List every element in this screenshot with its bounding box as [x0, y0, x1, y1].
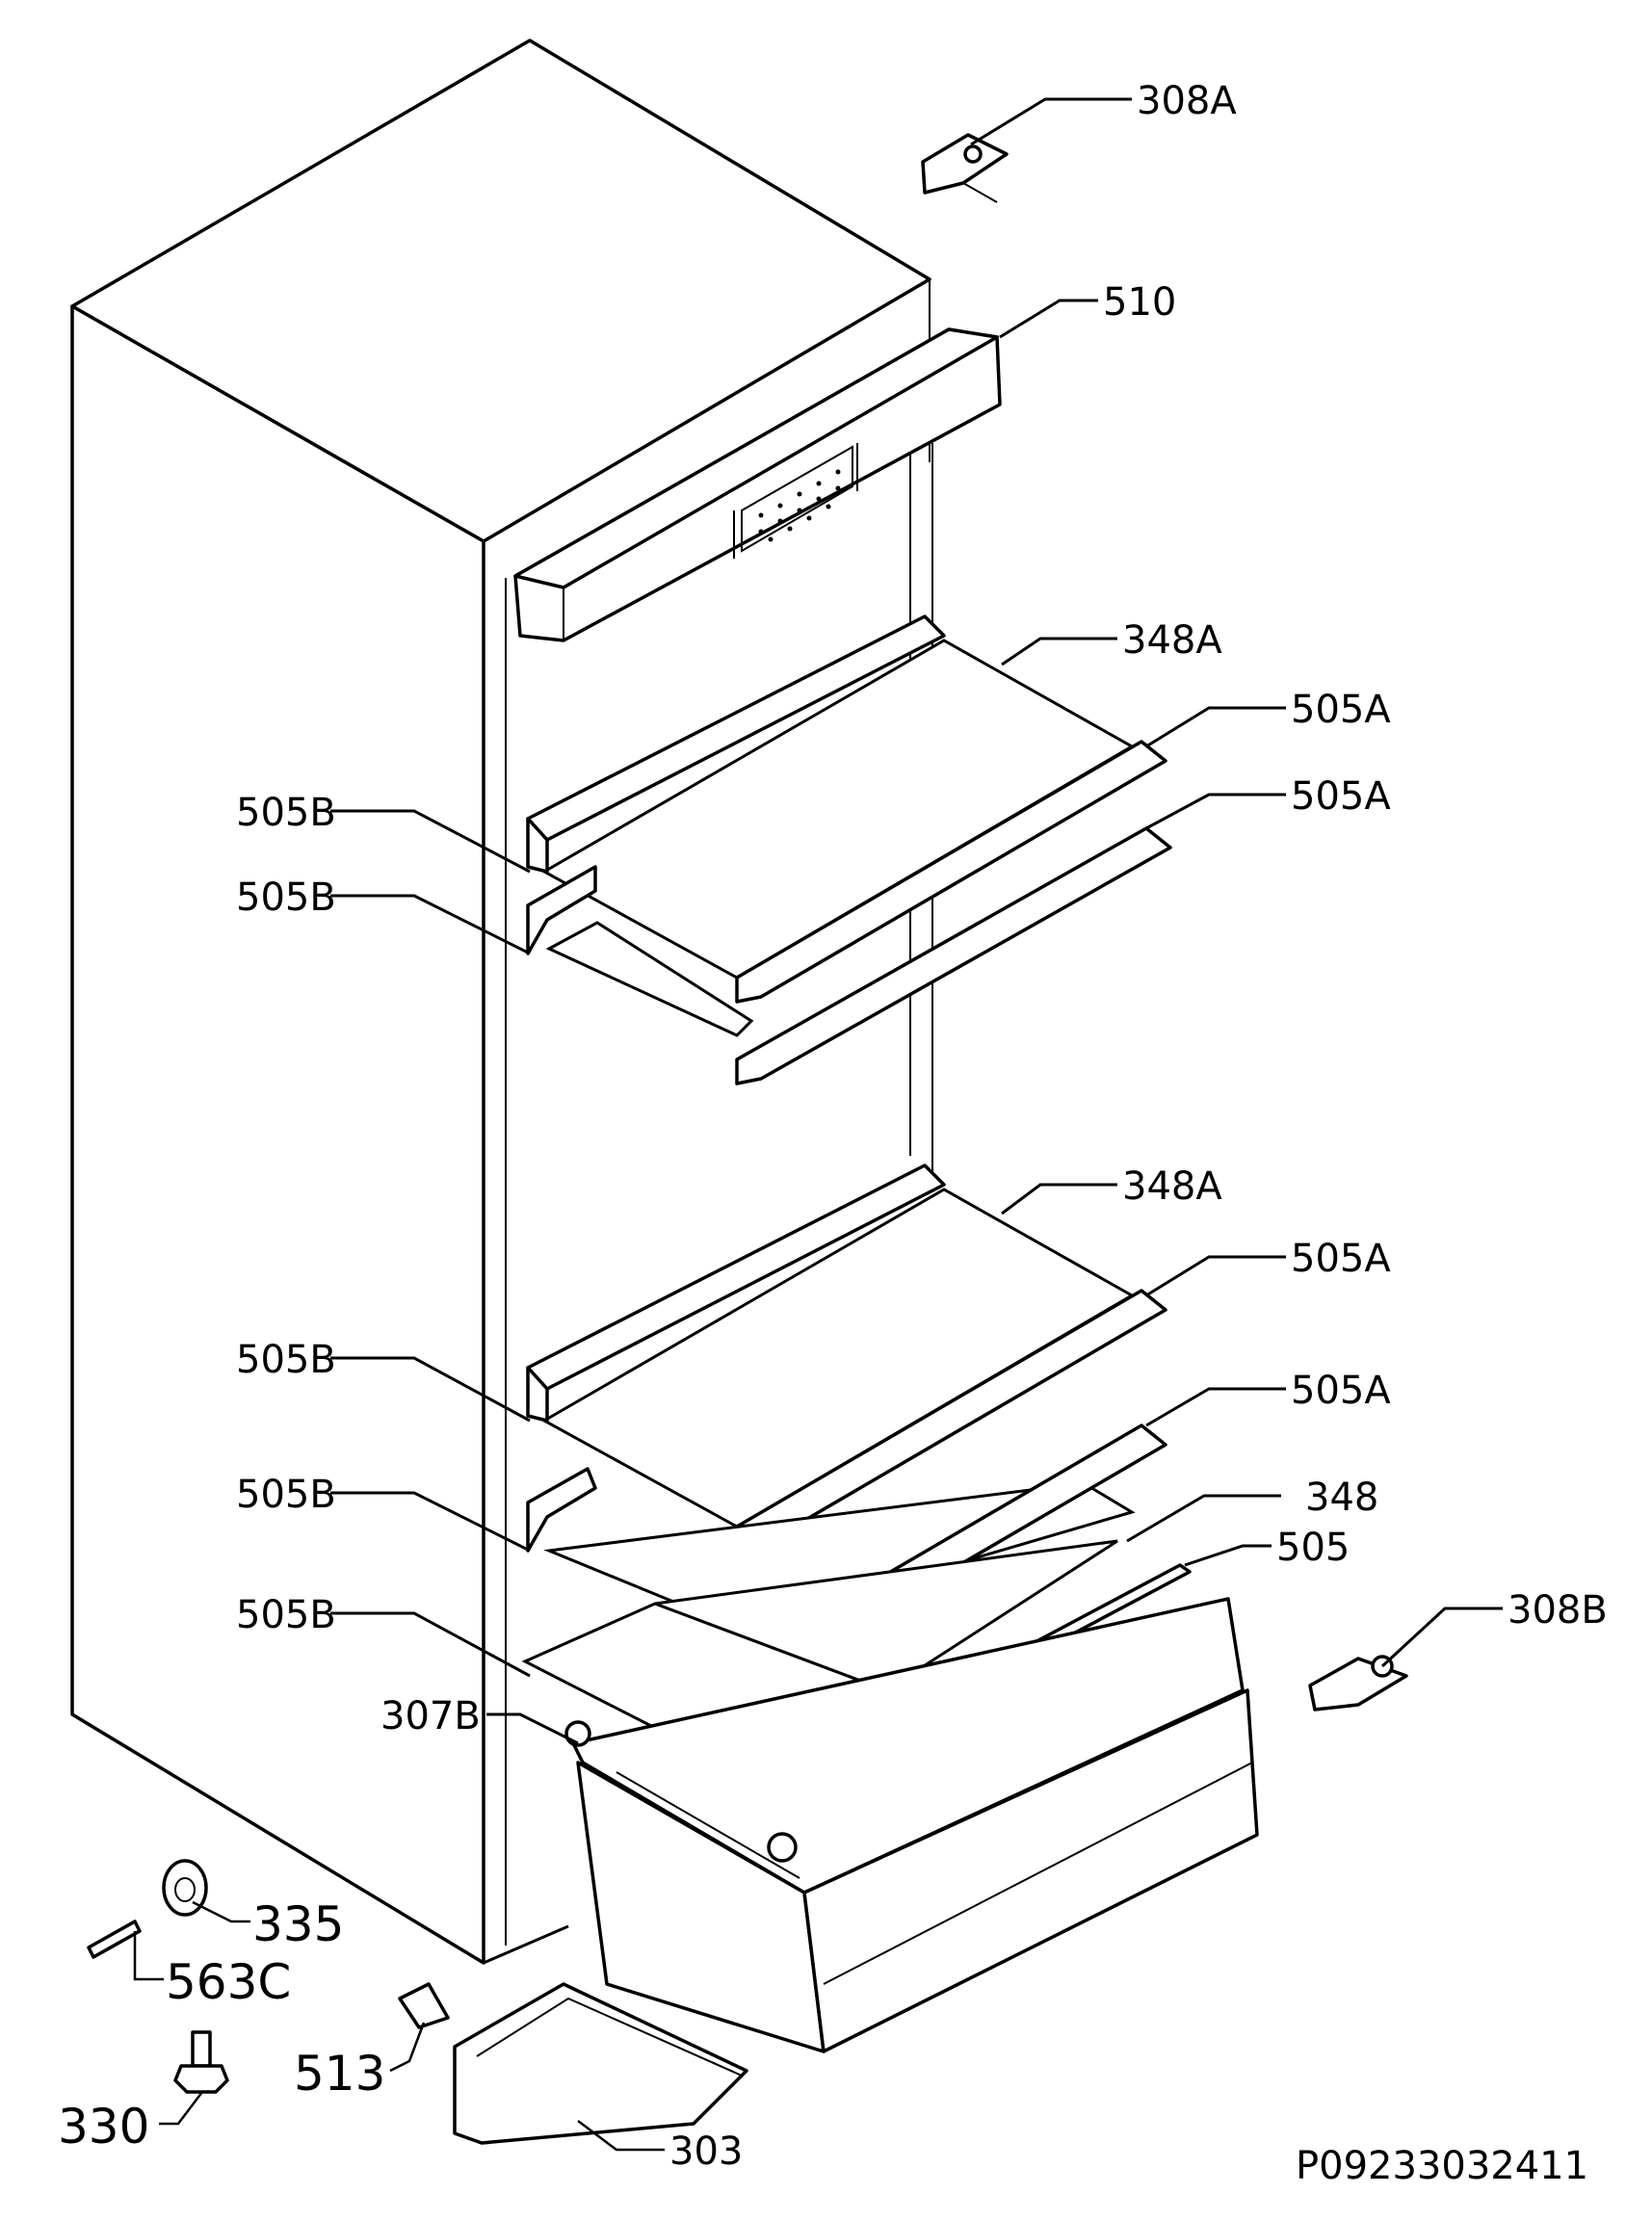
label-303: 303	[669, 2130, 743, 2174]
label-505A-3: 505A	[1291, 1237, 1391, 1281]
label-513: 513	[294, 2046, 385, 2102]
foot-part	[173, 2030, 229, 2094]
label-505: 505	[1276, 1526, 1350, 1570]
cap-part	[162, 1859, 208, 1917]
label-330: 330	[58, 2099, 149, 2155]
label-348: 348	[1305, 1476, 1378, 1520]
pin-part	[87, 1920, 142, 1959]
top-hinge	[921, 133, 1009, 203]
shelf-trims-upper-pair	[526, 826, 1172, 1085]
cabinet-body	[70, 39, 933, 1965]
label-505B-5: 505B	[236, 1593, 336, 1637]
glass-shelf-middle	[526, 1163, 1167, 1553]
label-505B-2: 505B	[236, 875, 336, 920]
label-308B: 308B	[1508, 1588, 1608, 1633]
label-348A-upper: 348A	[1122, 618, 1222, 663]
label-563C: 563C	[166, 1954, 291, 2010]
reference-code: P09233032411	[1296, 2144, 1588, 2188]
part-labels: 308A 510 348A 505A 505A 505B 505B 348A 5…	[58, 79, 1608, 2188]
label-505B-4: 505B	[236, 1473, 336, 1517]
label-505B-3: 505B	[236, 1338, 336, 1382]
label-505A-1: 505A	[1291, 688, 1391, 732]
label-505B-1: 505B	[236, 791, 336, 835]
crisper-drawer	[564, 1597, 1259, 2053]
plinth-part	[453, 1982, 748, 2145]
label-307B: 307B	[380, 1694, 481, 1738]
label-348A-middle: 348A	[1122, 1164, 1222, 1209]
label-505A-2: 505A	[1291, 774, 1391, 819]
bottom-hinge	[1308, 1655, 1408, 1711]
control-panel	[513, 327, 1002, 642]
label-505A-4: 505A	[1291, 1369, 1391, 1413]
glass-shelf-upper	[526, 614, 1167, 1004]
label-335: 335	[252, 1896, 344, 1952]
clip-part	[398, 1982, 450, 2029]
leader-lines	[133, 97, 1503, 2152]
label-510: 510	[1103, 280, 1176, 325]
label-308A: 308A	[1137, 79, 1237, 123]
